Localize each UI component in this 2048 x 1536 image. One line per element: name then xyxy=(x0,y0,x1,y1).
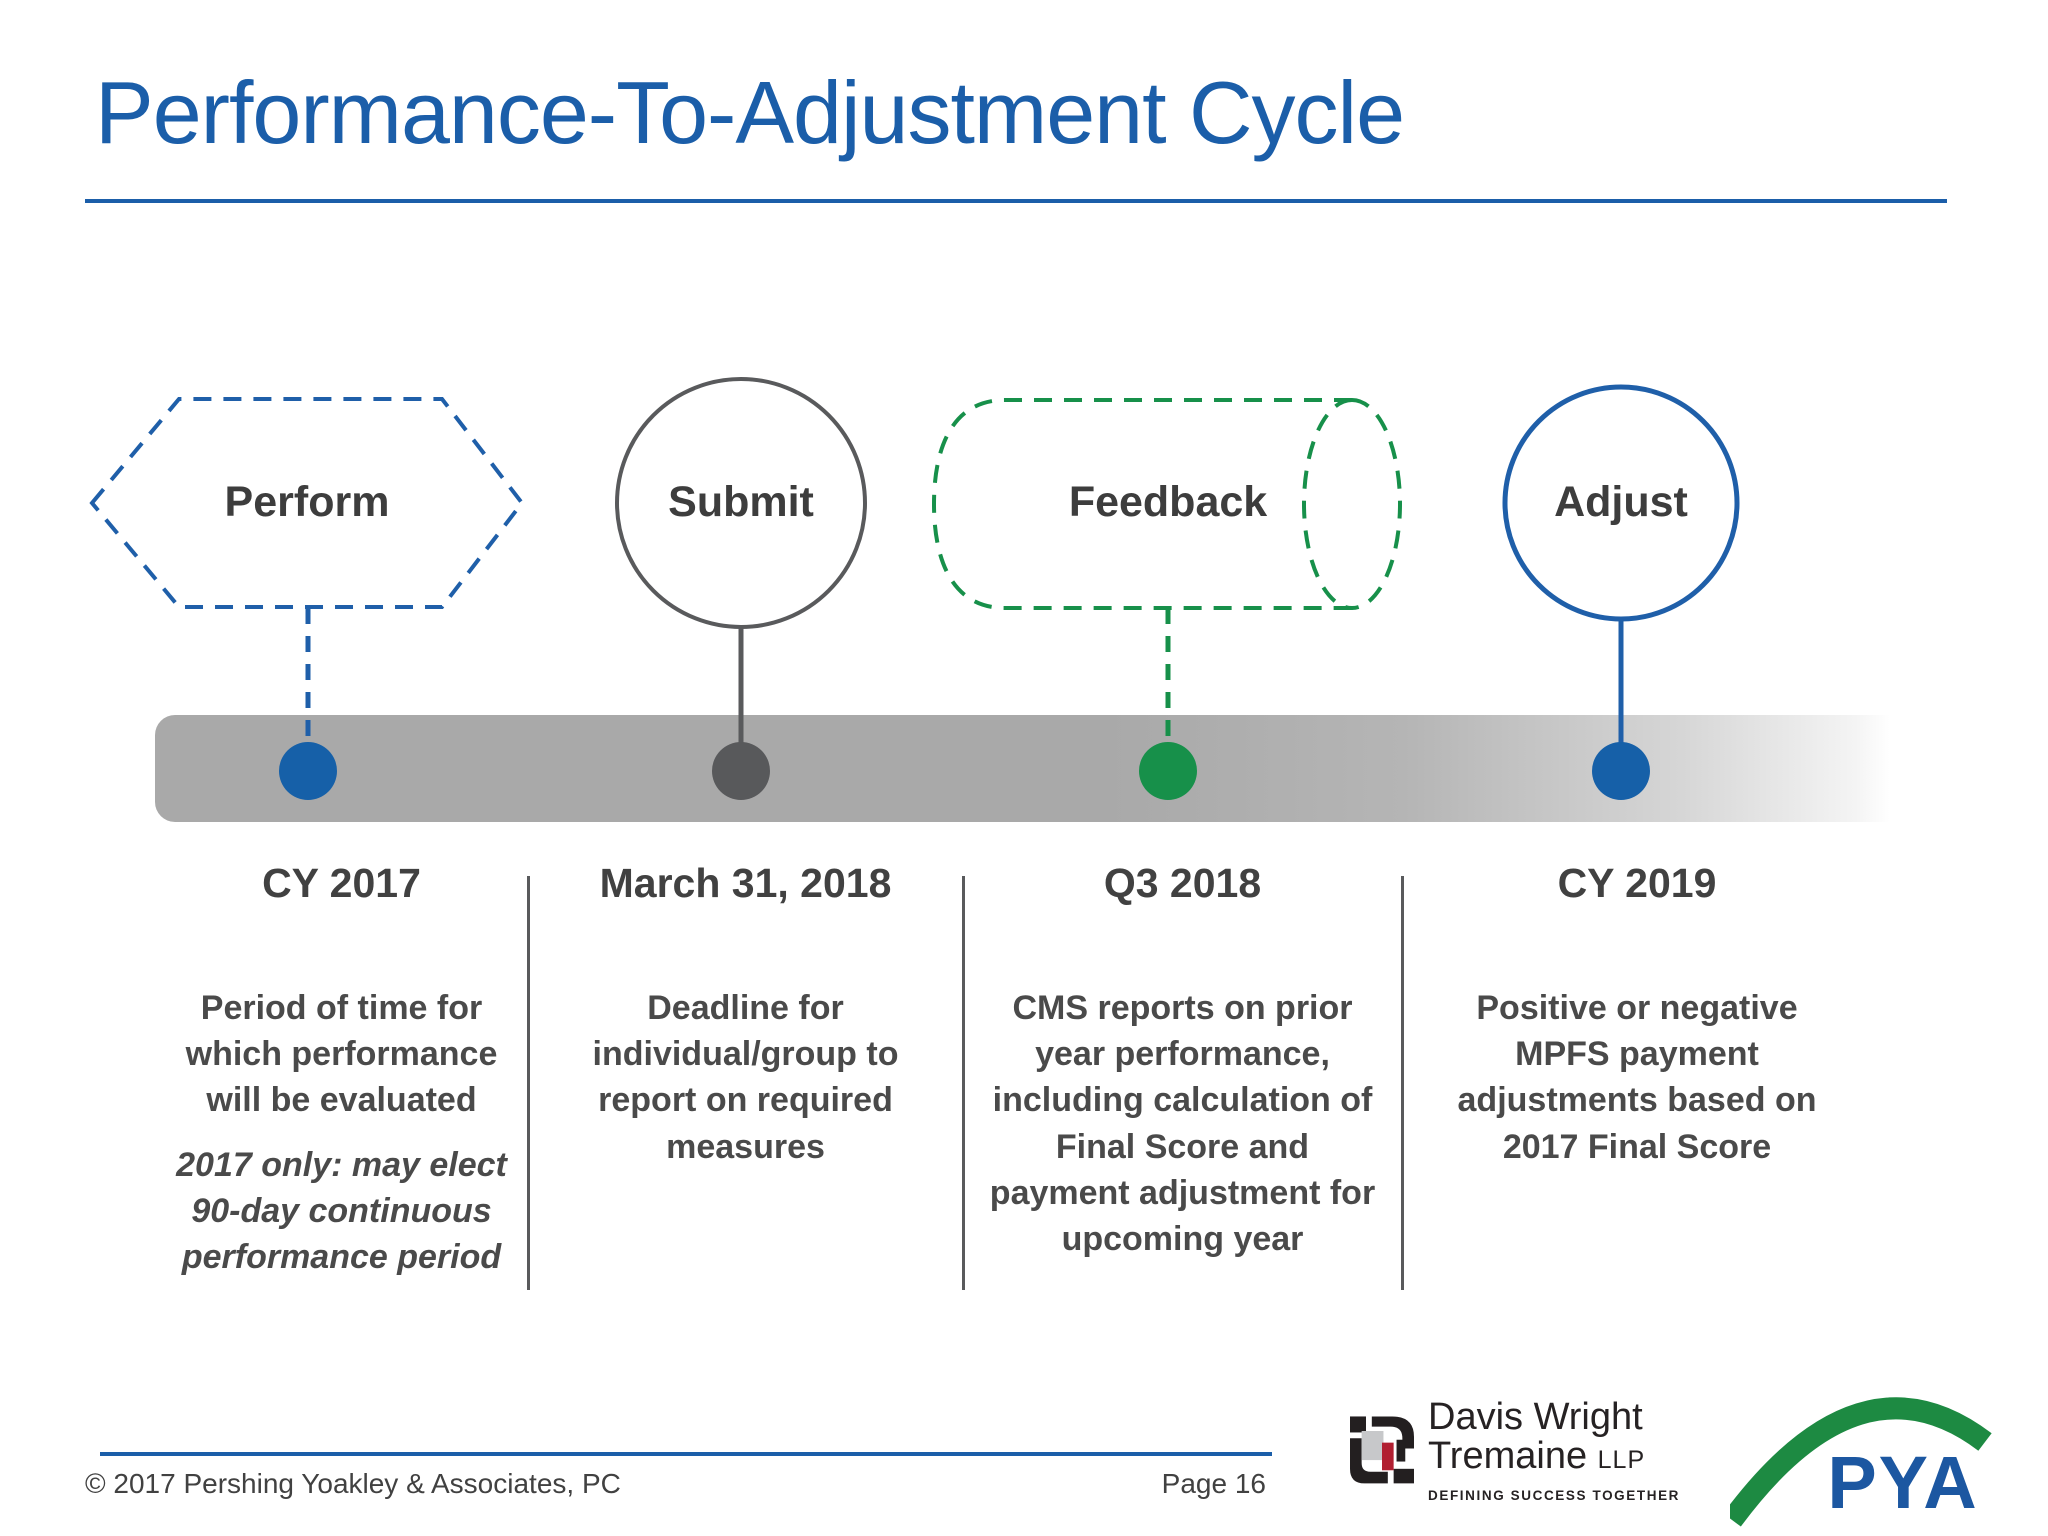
perform-description-block: Period of time for which performance wil… xyxy=(155,985,528,1280)
column-divider-3 xyxy=(1401,876,1404,1290)
perform-description: Period of time for which performance wil… xyxy=(185,989,498,1120)
perform-note-italic: 2017 only: may elect 90-day continuous p… xyxy=(176,1145,507,1277)
feedback-cylinder-outer-arc xyxy=(1351,398,1402,610)
perform-shape-label: Perform xyxy=(224,478,390,526)
pya-arc-icon xyxy=(1730,1397,1992,1527)
date-march-31-2018: March 31, 2018 xyxy=(599,860,892,906)
pya-logo-text: PYA xyxy=(1827,1441,1979,1524)
date-q3-2018: Q3 2018 xyxy=(1103,860,1262,906)
dwt-logo-text: Davis Wright Tremaine LLP DEFINING SUCCE… xyxy=(1428,1398,1680,1503)
adjust-timeline-dot xyxy=(1592,742,1650,800)
dwt-tagline: DEFINING SUCCESS TOGETHER xyxy=(1428,1487,1681,1503)
davis-wright-tremaine-logo: Davis Wright Tremaine LLP DEFINING SUCCE… xyxy=(1350,1398,1730,1518)
feedback-cylinder-body xyxy=(931,398,1352,610)
page-title: Performance-To-Adjustment Cycle xyxy=(95,63,1405,162)
adjust-description: Positive or negative MPFS payment adjust… xyxy=(1457,989,1817,1166)
date-cy-2019: CY 2019 xyxy=(1557,860,1717,906)
adjust-shape-label: Adjust xyxy=(1554,478,1688,526)
submit-timeline-dot xyxy=(712,742,770,800)
dwt-logo-mark-icon xyxy=(1350,1416,1414,1484)
adjust-description-block: Positive or negative MPFS payment adjust… xyxy=(1402,985,1872,1170)
footer-divider-line xyxy=(100,1452,1272,1456)
submit-description: Deadline for individual/group to report … xyxy=(592,989,899,1166)
column-divider-2 xyxy=(962,876,965,1290)
copyright-text: © 2017 Pershing Yoakley & Associates, PC xyxy=(85,1468,621,1499)
page-number: Page 16 xyxy=(1161,1468,1266,1499)
feedback-description: CMS reports on prior year performance, i… xyxy=(989,989,1376,1259)
feedback-description-block: CMS reports on prior year performance, i… xyxy=(963,985,1402,1262)
dwt-name-line2: Tremaine LLP xyxy=(1428,1435,1680,1478)
submit-description-block: Deadline for individual/group to report … xyxy=(528,985,963,1170)
submit-shape-label: Submit xyxy=(668,478,814,526)
dwt-tremaine: Tremaine xyxy=(1428,1435,1588,1477)
perform-hexagon-shape xyxy=(89,397,525,609)
feedback-timeline-dot xyxy=(1139,742,1197,800)
perform-timeline-dot xyxy=(279,742,337,800)
date-cy-2017: CY 2017 xyxy=(262,860,421,906)
pya-logo: PYA xyxy=(1730,1392,2030,1532)
feedback-shape-label: Feedback xyxy=(1068,478,1268,526)
title-underline xyxy=(85,199,1947,203)
column-divider-1 xyxy=(527,876,530,1290)
dwt-name-line1: Davis Wright xyxy=(1428,1396,1643,1438)
dwt-llp-suffix: LLP xyxy=(1597,1446,1646,1474)
feedback-cylinder-inner-arc xyxy=(1302,398,1353,610)
